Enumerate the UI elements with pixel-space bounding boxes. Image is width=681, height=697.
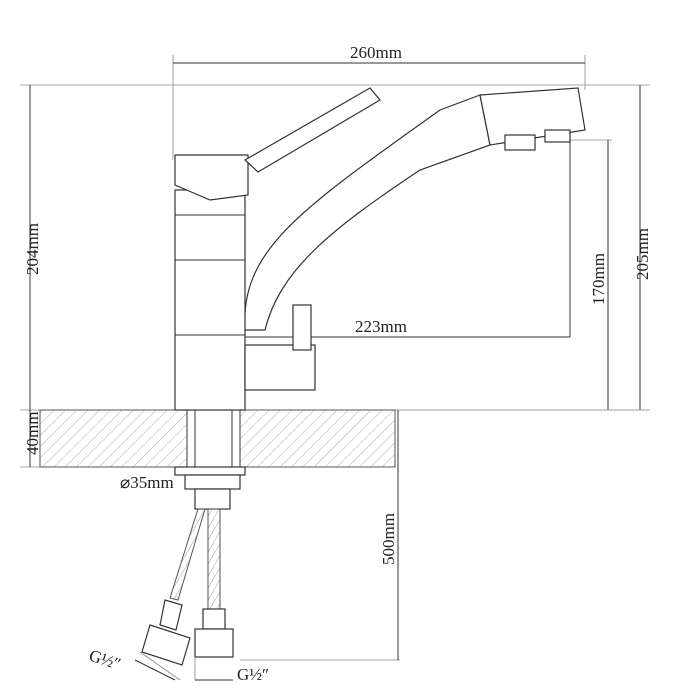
label-thread-left: G½″ [87, 646, 123, 674]
label-260mm: 260mm [350, 43, 402, 62]
label-500mm: 500mm [379, 513, 398, 565]
shank [186, 409, 241, 468]
faucet-body [174, 87, 586, 411]
label-223mm: 223mm [355, 317, 407, 336]
extension-lines [20, 55, 650, 661]
spout [244, 94, 491, 331]
label-thread-right: G½″ [237, 665, 269, 684]
label-170mm: 170mm [589, 253, 608, 305]
mounting-washer [174, 466, 246, 476]
label-40mm: 40mm [23, 412, 42, 455]
hose-nut-right [194, 628, 234, 658]
mounting-nut [184, 474, 241, 490]
label-204mm: 204mm [23, 223, 42, 275]
lever [243, 87, 381, 173]
hose-nut-left [141, 624, 191, 666]
main-column [174, 189, 246, 411]
label-205mm: 205mm [633, 228, 652, 280]
handle-base [174, 154, 249, 201]
hoses [134, 508, 234, 681]
filter-valve-lever [292, 304, 312, 351]
label-diameter-35mm: ⌀35mm [120, 473, 174, 492]
filter-valve-block [244, 344, 316, 391]
